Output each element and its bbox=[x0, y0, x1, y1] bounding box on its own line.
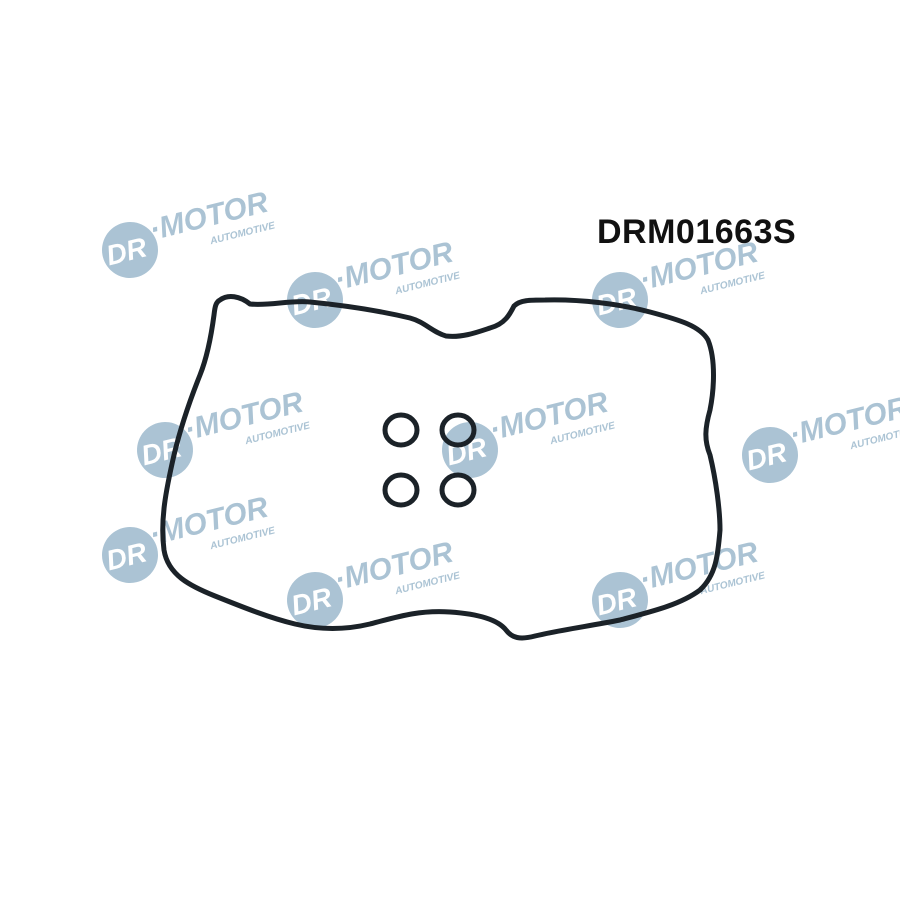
valve-cover-gasket bbox=[160, 294, 723, 641]
o-ring bbox=[382, 412, 420, 448]
o-ring bbox=[439, 472, 477, 508]
part-number: DRM01663S bbox=[597, 213, 797, 251]
o-ring bbox=[439, 412, 477, 448]
o-rings bbox=[382, 412, 477, 508]
o-ring bbox=[382, 472, 420, 508]
